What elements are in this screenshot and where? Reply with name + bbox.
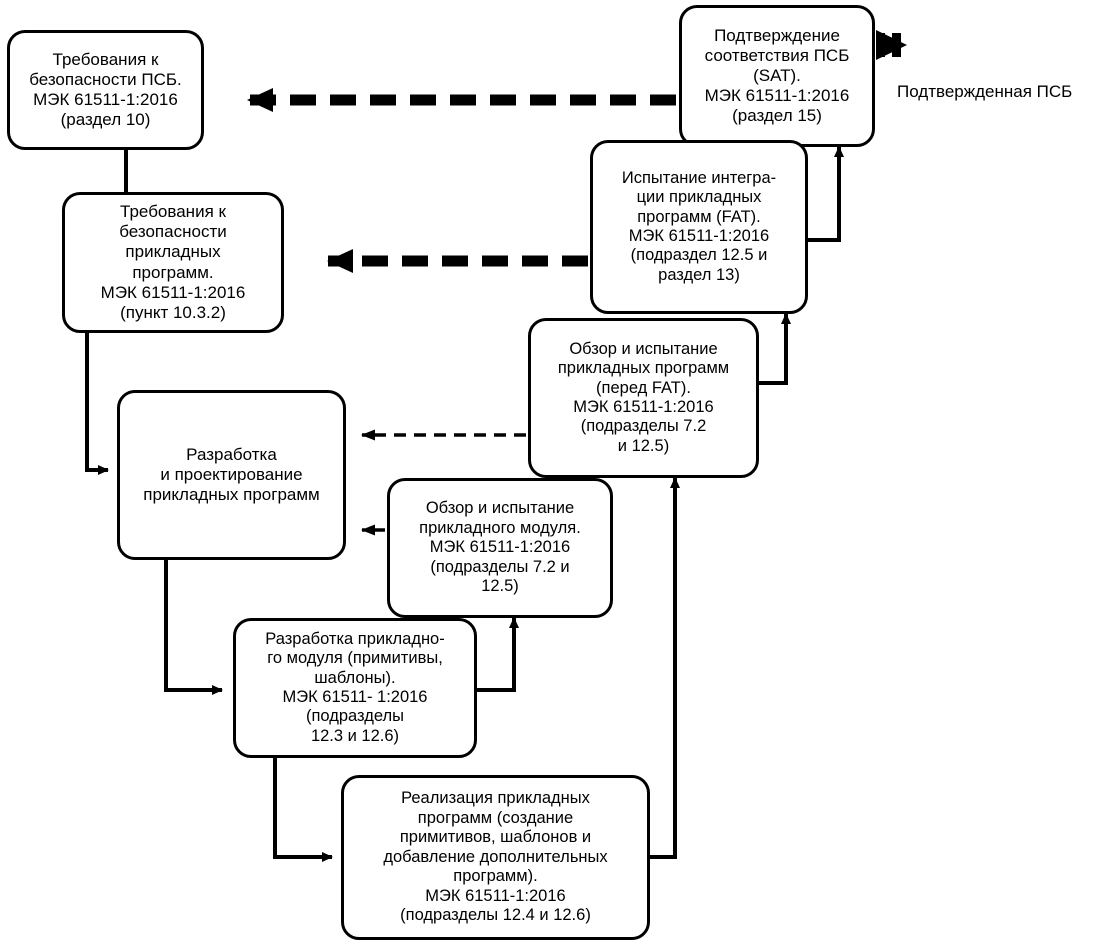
sat-validation-text: Подтверждение соответствия ПСБ (SAT). МЭ… <box>704 25 850 126</box>
application-safety-requirements-text: Требования к безопасности прикладных про… <box>100 202 246 322</box>
application-design-text: Разработка и проектирование прикладных п… <box>143 444 320 505</box>
edge-module-development-to-review-module <box>477 617 519 692</box>
edge-app-design-to-module-development <box>164 560 223 695</box>
application-implementation-text: Реализация прикладных программ (создание… <box>383 789 608 925</box>
sat-validation-box[interactable]: Подтверждение соответствия ПСБ (SAT). МЭ… <box>679 5 875 147</box>
application-design-box[interactable]: Разработка и проектирование прикладных п… <box>117 390 346 560</box>
application-implementation-box[interactable]: Реализация прикладных программ (создание… <box>341 775 650 940</box>
fat-integration-test-box[interactable]: Испытание интегра- ции прикладных програ… <box>590 140 808 314</box>
edge-app-requirements-to-app-design <box>85 333 109 475</box>
application-module-development-text: Разработка прикладно- го модуля (примити… <box>265 629 445 745</box>
edge-module-development-to-app-implementation <box>273 758 333 862</box>
fat-integration-test-text: Испытание интегра- ции прикладных програ… <box>621 168 777 284</box>
validated-psb-output-label: Подтвержденная ПСБ <box>897 82 1073 101</box>
review-application-module-box[interactable]: Обзор и испытание прикладного модуля. МЭ… <box>387 478 613 618</box>
application-module-development-box[interactable]: Разработка прикладно- го модуля (примити… <box>233 618 477 758</box>
review-application-module-text: Обзор и испытание прикладного модуля. МЭ… <box>419 499 581 596</box>
edge-app-implementation-to-review-apps <box>650 477 680 859</box>
review-applications-before-fat-text: Обзор и испытание прикладных программ (п… <box>557 339 730 455</box>
review-applications-before-fat-box[interactable]: Обзор и испытание прикладных программ (п… <box>528 318 759 478</box>
application-safety-requirements-box[interactable]: Требования к безопасности прикладных про… <box>62 192 284 333</box>
psb-safety-requirements-box[interactable]: Требования к безопасности ПСБ. МЭК 61511… <box>7 30 204 150</box>
psb-safety-requirements-text: Требования к безопасности ПСБ. МЭК 61511… <box>29 49 182 130</box>
edge-fat-to-sat <box>808 146 844 242</box>
edge-review-apps-to-fat <box>759 313 791 385</box>
